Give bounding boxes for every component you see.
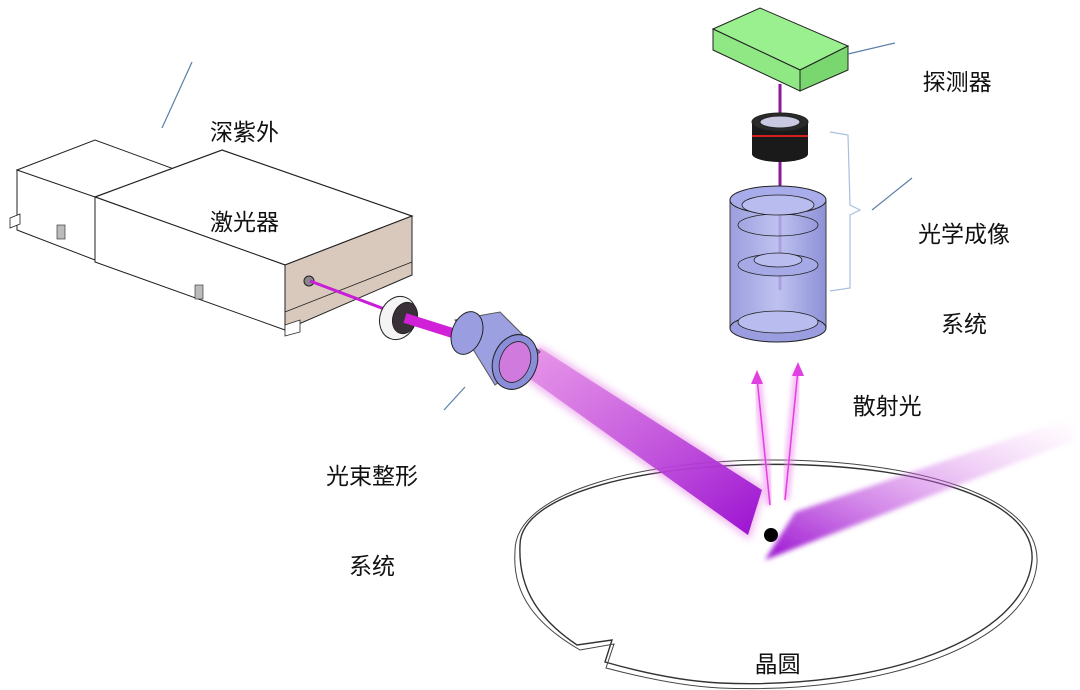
beam-shaping-lens [450, 311, 541, 390]
wafer-rim [514, 459, 1038, 690]
scattered-light-arrows [751, 362, 804, 506]
imaging-bracket [829, 131, 862, 292]
imaging-label-line1: 光学成像 [918, 222, 1010, 248]
imaging-lens-top [751, 112, 809, 162]
incident-beam [512, 345, 765, 540]
leader-imaging [871, 177, 913, 211]
scattered-light-label: 散射光 [838, 362, 922, 422]
laser-label: 深紫外 激光器 [210, 58, 279, 268]
wafer-label: 晶圆 [740, 620, 801, 680]
leader-beam-shaping [443, 386, 466, 411]
imaging-system-label: 光学成像 系统 [918, 160, 1010, 370]
scattered-light-label-text: 散射光 [852, 394, 922, 420]
leader-laser [161, 61, 193, 129]
laser-label-line2: 激光器 [210, 210, 279, 236]
imaging-label-line2: 系统 [941, 312, 987, 338]
beam-shaping-label-line1: 光束整形 [326, 464, 418, 490]
detector-label: 探测器 [908, 38, 992, 98]
wafer-edge [519, 463, 1033, 685]
detector [711, 7, 850, 92]
wafer [514, 459, 1038, 690]
thin-beam [309, 279, 396, 315]
beam-shaping-label-line2: 系统 [349, 554, 395, 580]
defect-particle [764, 528, 778, 542]
detector-label-text: 探测器 [922, 70, 992, 96]
laser-label-line1: 深紫外 [210, 120, 279, 146]
reflected-beam [765, 418, 1075, 560]
imaging-lens-barrel [729, 185, 827, 343]
beam-shaping-label: 光束整形 系统 [326, 402, 418, 612]
wafer-label-text: 晶圆 [754, 652, 801, 678]
deep-uv-laser [9, 139, 414, 337]
leader-detector [847, 42, 896, 55]
